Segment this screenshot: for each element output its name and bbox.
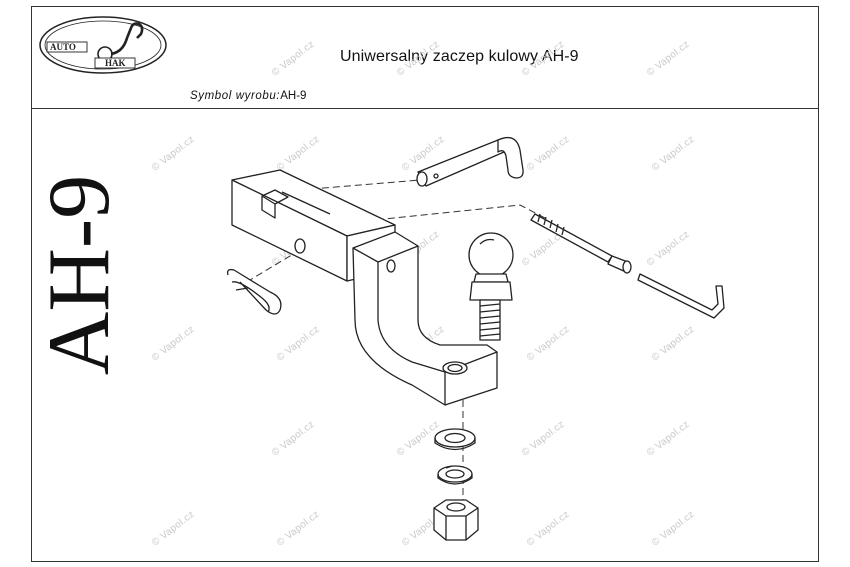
header-divider [31, 108, 819, 109]
logo-text-auto: AUTO [50, 42, 76, 52]
hairpin-clip [226, 268, 282, 315]
bolt [530, 213, 632, 274]
logo-text-hak: HAK [105, 58, 126, 68]
tow-ball [468, 232, 514, 341]
symbol-label: Symbol wyrobu: [190, 90, 281, 102]
product-symbol: Symbol wyrobu:AH-9 [190, 90, 306, 102]
drawing-sheet-border [31, 6, 819, 562]
hex-nut [433, 499, 479, 541]
spring-washer [437, 465, 473, 485]
flat-washer [434, 428, 476, 451]
symbol-value: AH-9 [280, 90, 307, 102]
ball-mount-bracket [352, 231, 498, 406]
page-title: Uniwersalny zaczep kulowy AH-9 [340, 48, 579, 65]
hex-key [637, 273, 725, 319]
locking-pin [416, 136, 524, 187]
autohak-logo: AUTO HAK [39, 16, 167, 74]
